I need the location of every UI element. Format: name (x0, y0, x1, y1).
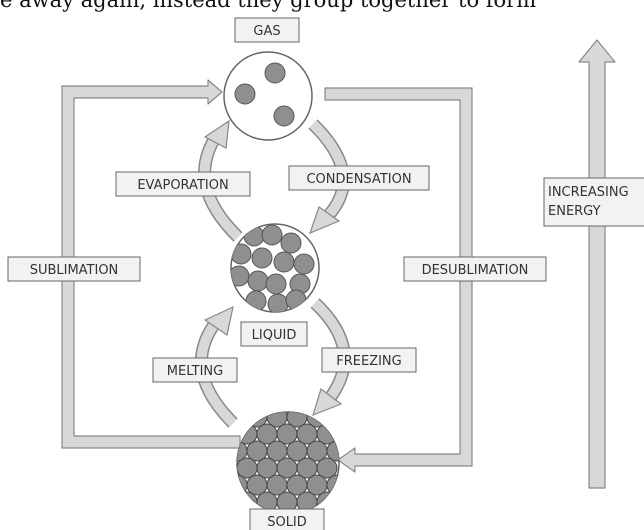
intro-text: e away again, instead they group togethe… (0, 0, 537, 12)
gas-particles (223, 51, 313, 141)
melting-label-box (152, 357, 238, 383)
liquid-label-box (240, 321, 308, 347)
condensation-label: CONDENSATION (306, 172, 411, 187)
energy-label-box (543, 177, 644, 227)
increasing-energy-arrow (578, 39, 616, 489)
freezing-label-box (321, 347, 417, 373)
solid-label-box (249, 508, 325, 530)
energy-label-line-1: INCREASING (548, 185, 629, 200)
evaporation-label-box (115, 171, 251, 197)
gas-label: GAS (253, 24, 280, 39)
desublimation-arrow (324, 87, 473, 473)
solid-label: SOLID (267, 515, 307, 530)
desublimation-label: DESUBLIMATION (422, 263, 529, 278)
desublimation-label-box (403, 256, 547, 282)
sublimation-label-box (7, 256, 141, 282)
evaporation-label: EVAPORATION (137, 178, 228, 193)
liquid-particles (230, 223, 320, 313)
sublimation-arrow (61, 79, 241, 449)
condensation-label-box (288, 165, 430, 191)
gas-label-box (234, 17, 300, 43)
freezing-label: FREEZING (336, 354, 401, 369)
melting-label: MELTING (167, 364, 223, 379)
liquid-label: LIQUID (252, 328, 297, 343)
sublimation-label: SUBLIMATION (30, 263, 119, 278)
energy-label-line-2: ENERGY (548, 204, 601, 219)
